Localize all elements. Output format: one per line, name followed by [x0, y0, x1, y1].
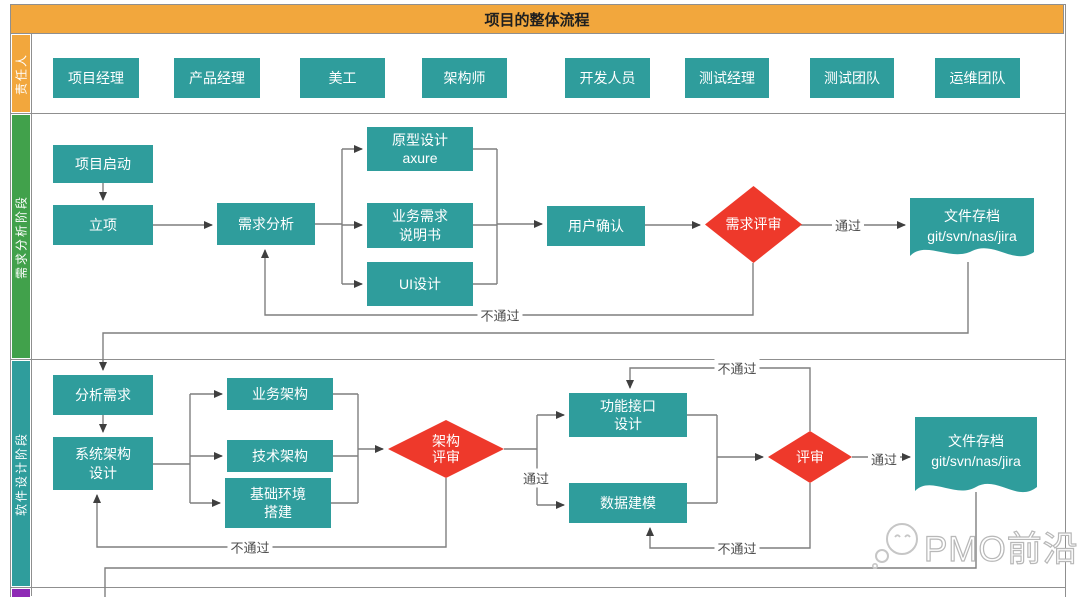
- label-fail-design-top: 不通过: [714, 358, 760, 378]
- lane-requirements: 需求分析阶段: [12, 115, 30, 358]
- lane-owner-label: 责任人: [14, 52, 29, 95]
- node-system-architecture-design: 系统架构 设计: [53, 437, 153, 490]
- node-api-design: 功能接口 设计: [569, 393, 687, 437]
- node-initiation: 立项: [53, 205, 153, 245]
- role-architect: 架构师: [422, 58, 507, 98]
- role-product-manager: 产品经理: [174, 58, 260, 98]
- node-ui-design: UI设计: [367, 262, 473, 306]
- doc-file-archive-requirements-label: 文件存档 git/svn/nas/jira: [927, 208, 1017, 245]
- document-shape-icon: [915, 417, 1037, 493]
- node-technical-architecture: 技术架构: [227, 440, 333, 472]
- label-fail-design-bottom: 不通过: [714, 538, 760, 558]
- node-business-requirement-doc: 业务需求 说明书: [367, 203, 473, 248]
- role-ui-artist: 美工: [300, 58, 385, 98]
- lane-divider-3: [10, 587, 1066, 588]
- label-fail-req: 不通过: [477, 305, 523, 325]
- doc-file-archive-design-label: 文件存档 git/svn/nas/jira: [931, 433, 1021, 470]
- node-data-modeling: 数据建模: [569, 483, 687, 523]
- label-fail-arch: 不通过: [227, 537, 273, 557]
- diagram-frame: [10, 4, 1066, 597]
- role-project-manager: 项目经理: [53, 58, 139, 98]
- wechat-logo-icon: [871, 523, 918, 569]
- role-test-manager: 测试经理: [685, 58, 769, 98]
- lane-design-label: 软件设计阶段: [14, 431, 29, 516]
- doc-file-archive-requirements: 文件存档 git/svn/nas/jira: [910, 198, 1034, 268]
- node-requirement-analysis: 需求分析: [217, 203, 315, 245]
- lane-requirements-label: 需求分析阶段: [14, 194, 29, 279]
- lane-next-phase: [12, 589, 30, 597]
- role-ops-team: 运维团队: [935, 58, 1020, 98]
- node-user-confirm: 用户确认: [547, 206, 645, 246]
- label-pass-arch: 通过: [519, 468, 553, 488]
- node-infrastructure-setup: 基础环境 搭建: [225, 478, 331, 528]
- document-shape-icon: [910, 198, 1034, 257]
- node-business-architecture: 业务架构: [227, 378, 333, 410]
- node-project-start: 项目启动: [53, 145, 153, 183]
- lane-column-border: [31, 34, 32, 596]
- node-prototype-design: 原型设计 axure: [367, 127, 473, 171]
- lane-divider-2: [10, 359, 1066, 360]
- watermark-text: PMO前沿: [923, 529, 1079, 569]
- role-developers: 开发人员: [565, 58, 650, 98]
- lane-design: 软件设计阶段: [12, 361, 30, 586]
- role-test-team: 测试团队: [810, 58, 894, 98]
- label-pass-req: 通过: [831, 215, 865, 235]
- label-pass-design: 通过: [867, 449, 901, 469]
- doc-file-archive-design: 文件存档 git/svn/nas/jira: [915, 417, 1037, 505]
- lane-divider-1: [10, 113, 1066, 114]
- lane-owner: 责任人: [12, 35, 30, 112]
- page-title: 项目的整体流程: [10, 4, 1064, 34]
- node-analyze-requirement: 分析需求: [53, 375, 153, 415]
- watermark: PMO前沿: [870, 520, 1079, 572]
